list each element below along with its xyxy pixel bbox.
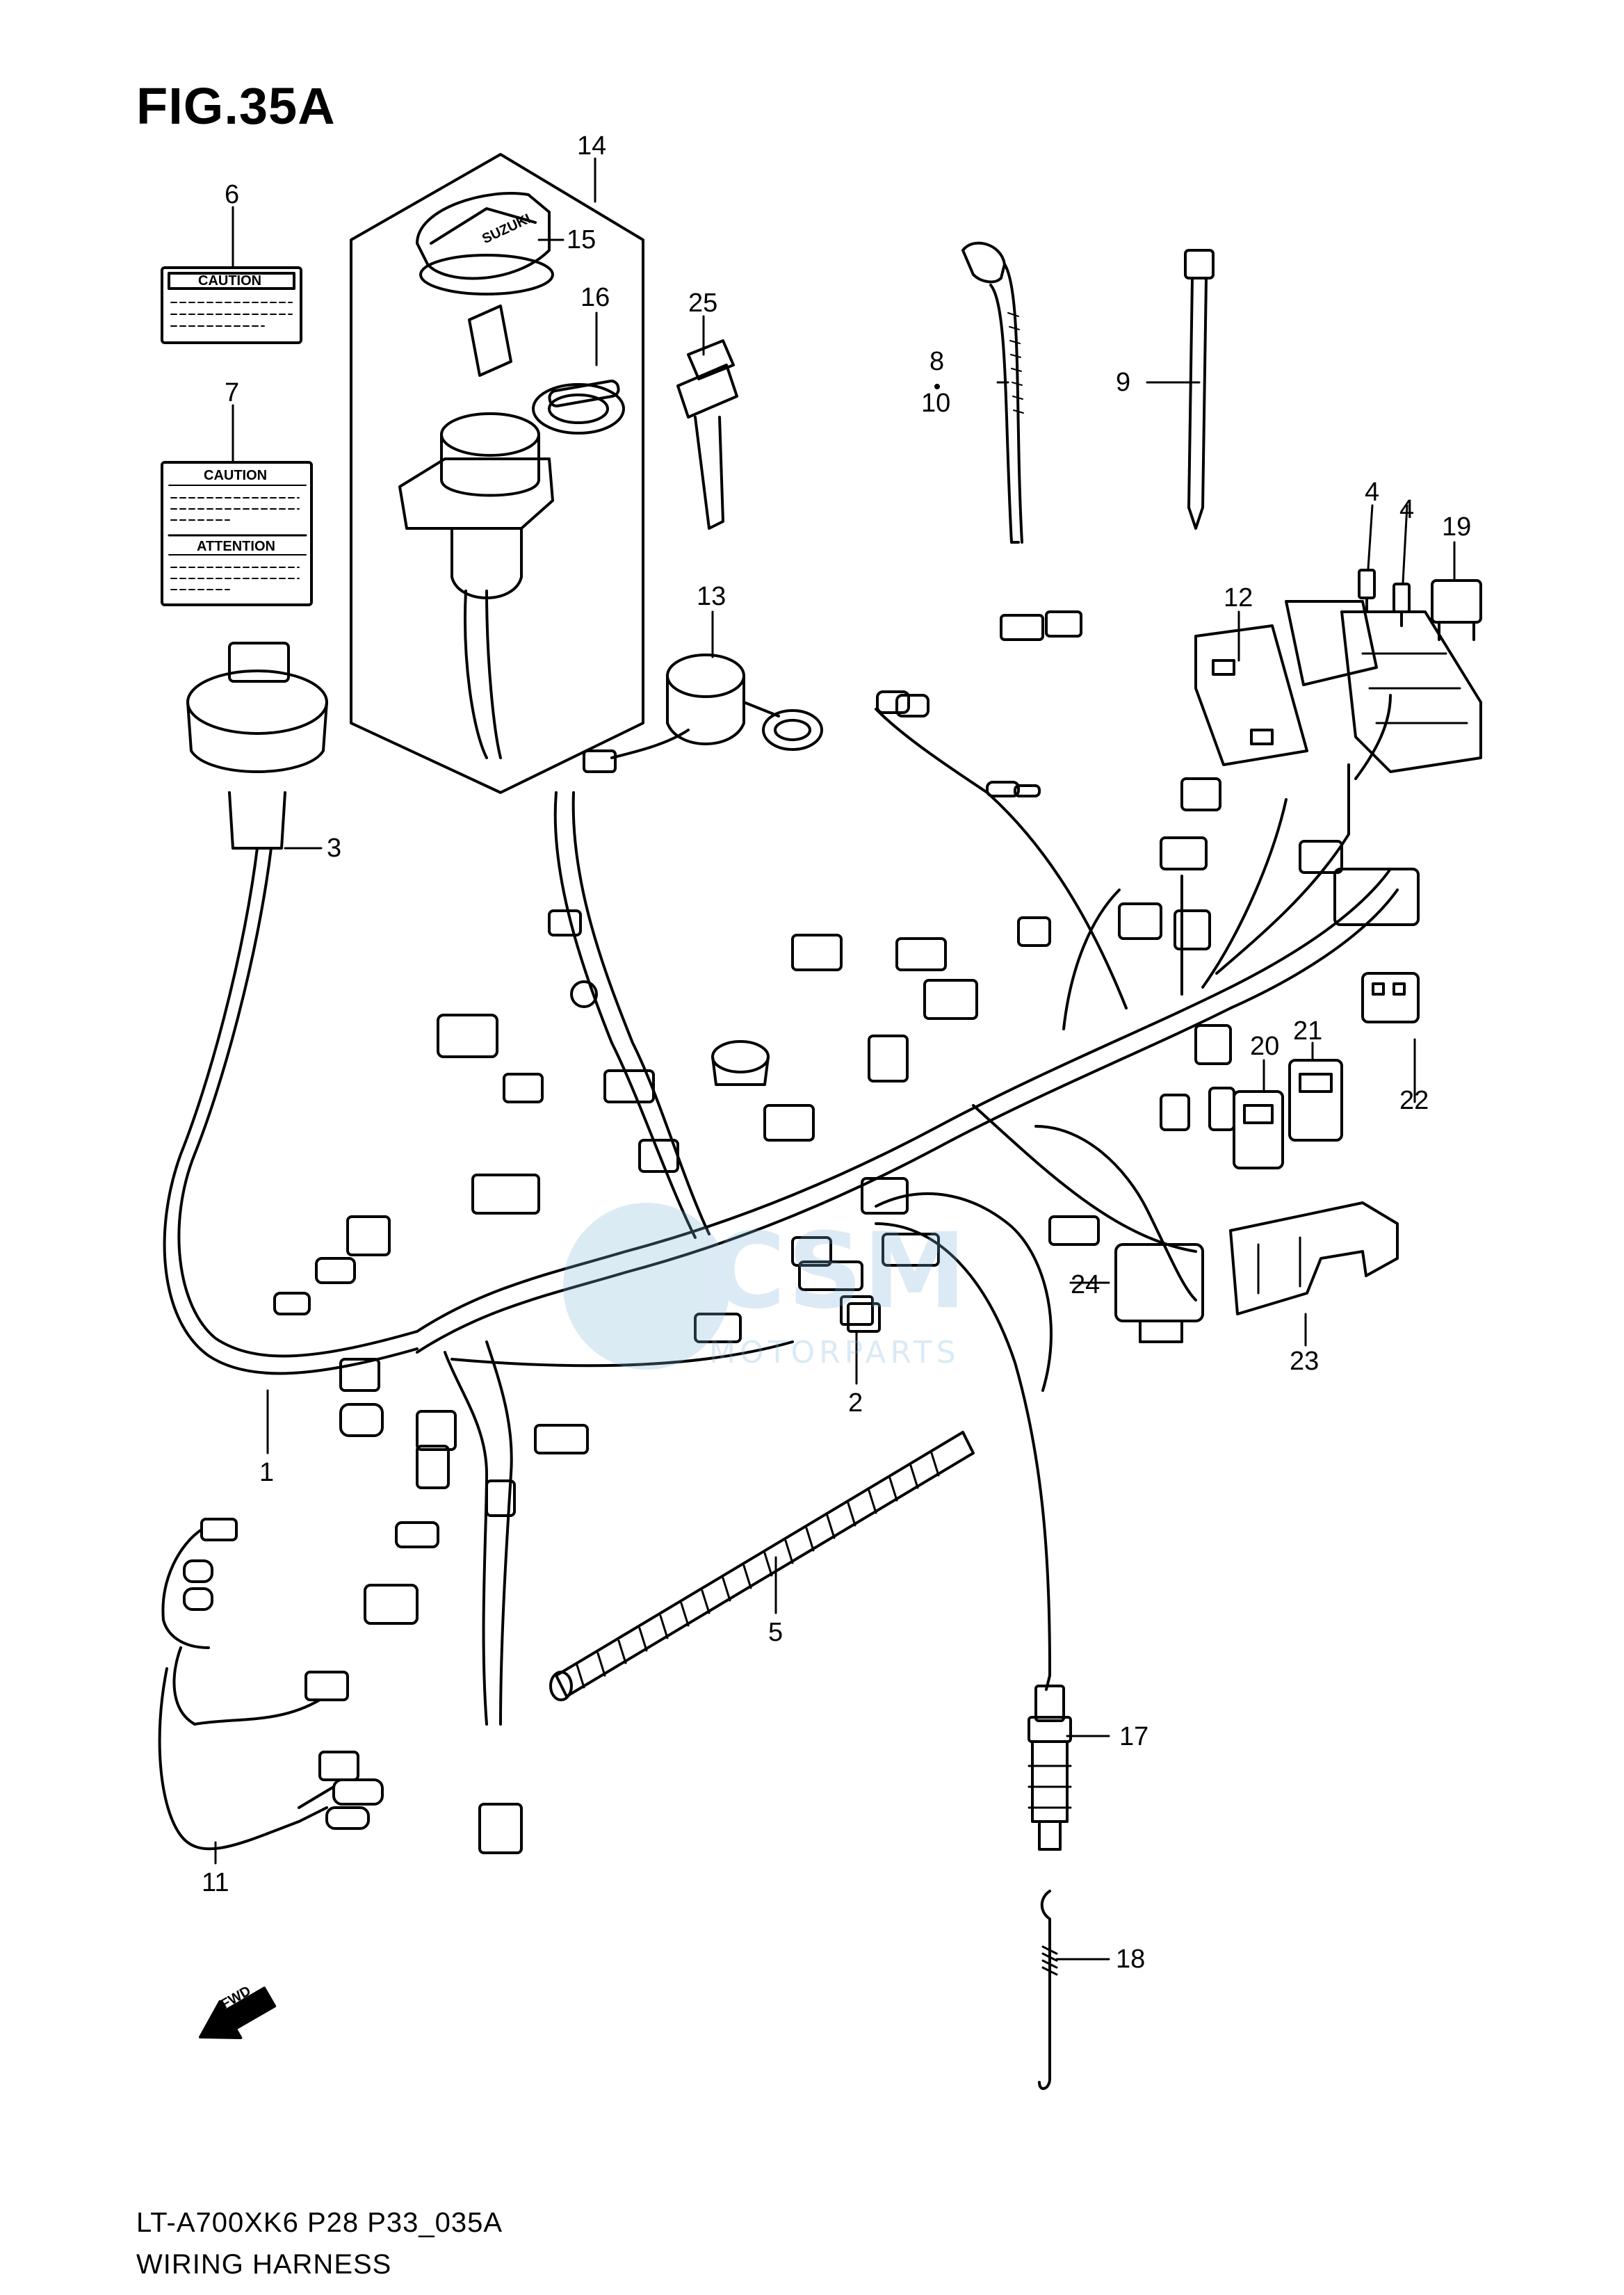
callout-24: 24 [1071,1270,1100,1299]
callout-23: 23 [1290,1347,1319,1376]
fwd-arrow-icon [199,1986,277,2039]
spring-clip-18 [1038,1890,1058,2090]
connector-22 [1361,972,1420,1023]
o2-sensor-17 [875,1222,1072,1851]
callout-15: 15 [567,225,596,254]
watermark-brand: CSM [709,1211,966,1332]
callout-16: 16 [580,283,610,312]
suzuki-text: SUZUKI [480,211,533,247]
sub-harness-11 [158,1518,384,1851]
cable-tie-9 [1184,249,1215,530]
callout-7: 7 [225,378,239,407]
callout-4a: 4 [1365,478,1379,507]
callout-4b: 4 [1399,495,1414,524]
main-harness-1 [416,694,1399,1726]
caution-label-6 [161,266,302,344]
bracket-12 [1194,624,1308,766]
callout-19: 19 [1442,512,1471,542]
callout-17: 17 [1119,1722,1148,1751]
corrugated-tube-5 [549,1431,975,1701]
callout-9: 9 [1116,368,1130,397]
caution-attention-label-7 [161,461,313,606]
callout-3: 3 [327,834,341,863]
fuse-4a [1358,569,1376,613]
ignition-switch-assembly-14 [350,153,644,794]
watermark: CSM MOTORPARTS [563,1203,966,1370]
callout-dot [934,384,940,389]
callout-18: 18 [1116,1945,1145,1974]
callout-numbers: 6 7 3 1 14 15 16 25 8 10 9 4 4 19 12 13 … [202,131,1471,1974]
callout-22: 22 [1399,1086,1429,1115]
caution-text-7: CAUTION [204,468,267,483]
figure-code: LT-A700XK6 P28 P33_035A [136,2207,503,2238]
callout-11: 11 [202,1868,229,1897]
callout-8: 8 [929,347,944,376]
leader-lines [214,157,1456,1961]
connector-21 [1288,1059,1343,1142]
key-25 [676,339,738,530]
connector-20 [1233,1090,1284,1169]
fuse-4b [1392,583,1411,627]
callout-14: 14 [577,131,606,161]
figure-name: WIRING HARNESS [136,2249,392,2280]
watermark-sub: MOTORPARTS [709,1335,960,1370]
attention-text-7: ATTENTION [197,539,275,554]
fuse-box [1285,600,1482,773]
callout-6: 6 [225,180,239,209]
cable-tie-8-10 [961,241,1024,544]
harness-connectors [273,610,1420,1854]
callout-10: 10 [921,389,950,418]
accessory-socket-13 [583,654,823,773]
bracket-23 [1229,1201,1399,1315]
callout-13: 13 [697,582,726,611]
callout-1: 1 [259,1458,274,1487]
multi-connector-3 [163,642,419,1375]
callout-12: 12 [1224,583,1253,613]
connector-cap-2 [847,1302,881,1333]
callout-25: 25 [688,289,717,318]
caution-text-6: CAUTION [198,273,261,289]
callout-21: 21 [1293,1016,1322,1046]
callout-20: 20 [1250,1032,1279,1061]
callout-5: 5 [768,1618,783,1647]
callout-2: 2 [848,1388,863,1418]
relay-24 [1114,1243,1204,1343]
figure-title: FIG.35A [136,77,336,135]
relay-19 [1431,579,1482,641]
